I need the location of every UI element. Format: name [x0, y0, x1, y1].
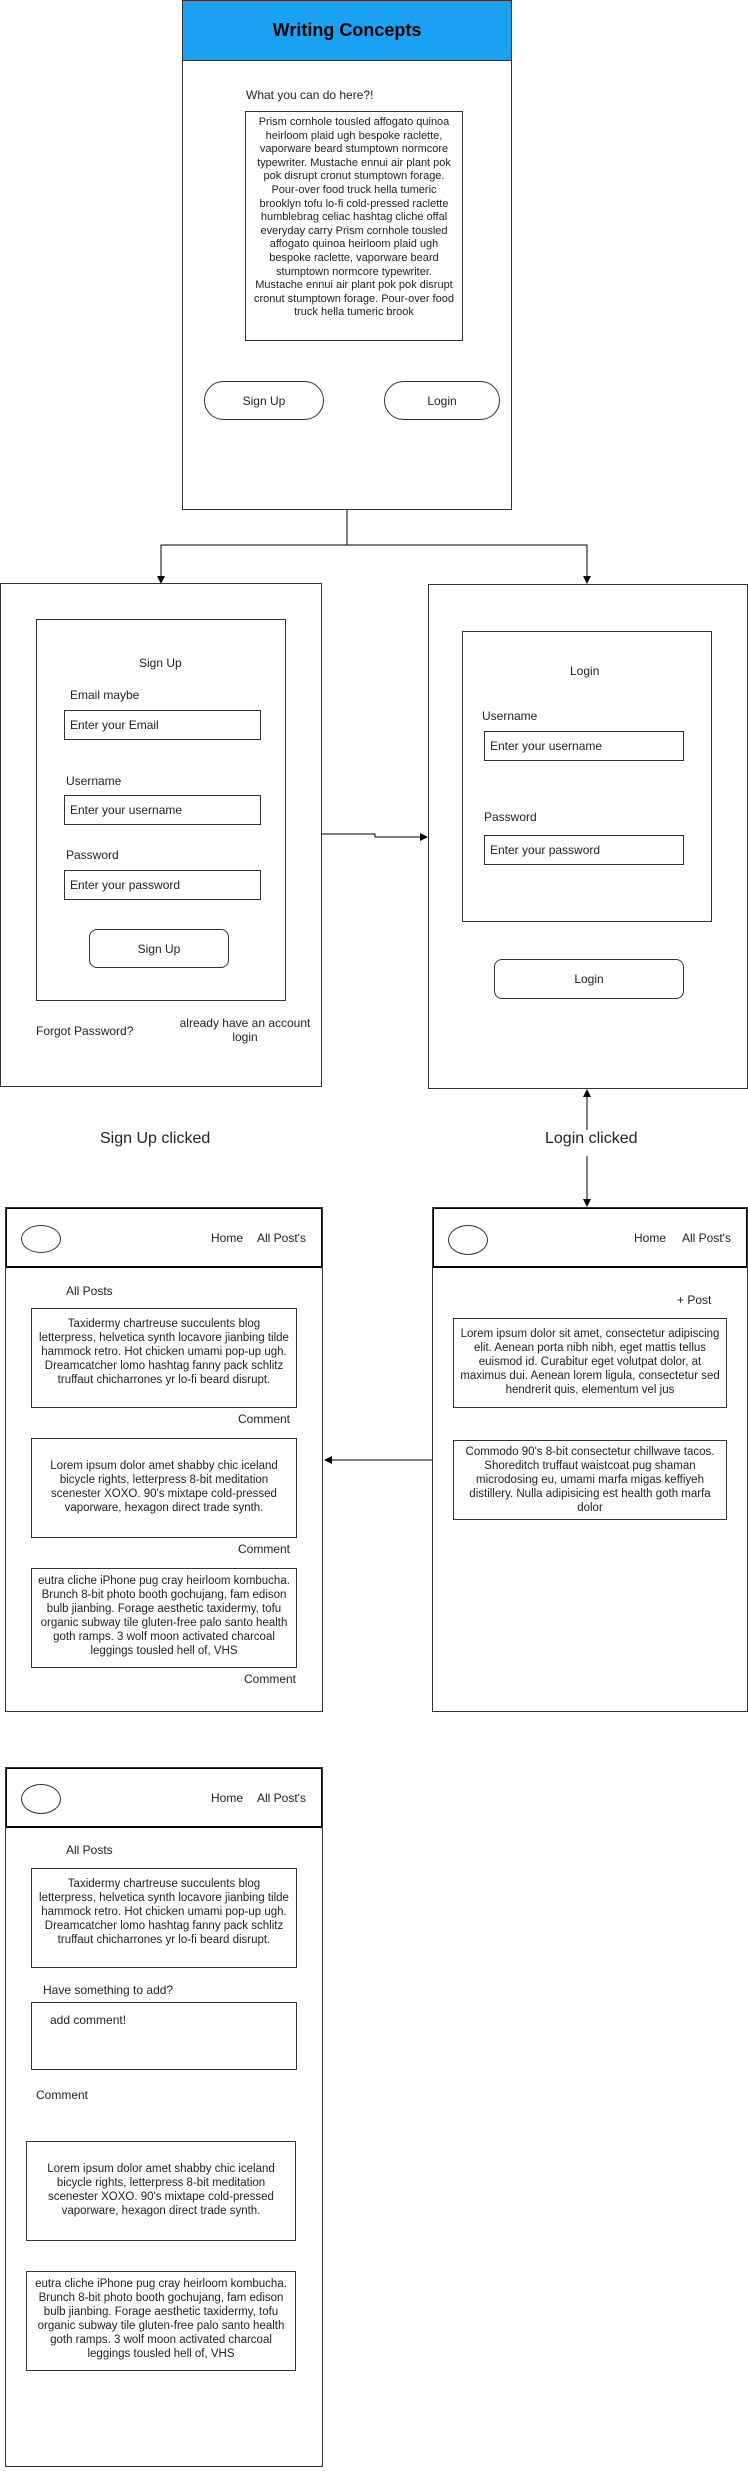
signup-screen: Sign Up Email maybe Enter your Email Use…	[0, 583, 322, 1087]
signup-username-label: Username	[66, 774, 122, 788]
login-password-field[interactable]: Enter your password	[484, 835, 684, 865]
nav-all-posts-link[interactable]: All Post's	[257, 1231, 306, 1245]
signup-password-label: Password	[66, 848, 119, 862]
app-title: Writing Concepts	[272, 20, 422, 40]
signup-username-field[interactable]: Enter your username	[64, 795, 261, 825]
home-signup-button[interactable]: Sign Up	[204, 381, 324, 420]
all-posts-heading: All Posts	[66, 1843, 113, 1857]
navbar: Home All Post's	[433, 1208, 747, 1268]
nav-home-link[interactable]: Home	[634, 1231, 667, 1245]
comment-card: Lorem ipsum dolor amet shabby chic icela…	[26, 2141, 296, 2241]
signup-title: Sign Up	[139, 656, 182, 670]
logo-icon[interactable]	[21, 1784, 61, 1814]
logo-icon[interactable]	[448, 1225, 488, 1255]
comment-link[interactable]: Comment	[238, 1542, 291, 1556]
home-subtitle: What you can do here?!	[246, 88, 374, 102]
email-label: Email maybe	[70, 688, 140, 702]
comment-link[interactable]: Comment	[238, 1412, 291, 1426]
login-screen: Login Username Enter your username Passw…	[428, 584, 748, 1089]
add-prompt: Have something to add?	[43, 1983, 174, 1997]
nav-all-posts-link[interactable]: All Post's	[682, 1231, 731, 1245]
post-detail-screen: Home All Post's All Posts Taxidermy char…	[5, 1767, 323, 2467]
signup-password-field[interactable]: Enter your password	[64, 870, 261, 900]
nav-home-link[interactable]: Home	[211, 1791, 244, 1805]
signup-clicked-caption: Sign Up clicked	[100, 1130, 211, 1147]
comment-input[interactable]: add comment!	[31, 2002, 297, 2070]
post-card[interactable]: Taxidermy chartreuse succulents blog let…	[31, 1308, 297, 1408]
comment-card: eutra cliche iPhone pug cray heirloom ko…	[26, 2271, 296, 2371]
nav-home-link[interactable]: Home	[211, 1231, 244, 1245]
signup-submit-button[interactable]: Sign Up	[89, 929, 229, 968]
home-header: Writing Concepts	[183, 1, 511, 61]
home-to-signup-connector	[157, 510, 348, 584]
home-description: Prism cornhole tousled affogato quinoa h…	[245, 111, 463, 341]
forgot-password-link[interactable]: Forgot Password?	[36, 1024, 134, 1038]
navbar: Home All Post's	[6, 1768, 322, 1828]
comment-link[interactable]: Comment	[244, 1672, 297, 1686]
email-field[interactable]: Enter your Email	[64, 710, 261, 740]
login-title: Login	[570, 664, 600, 678]
home-to-login-connector	[347, 544, 591, 584]
home-login-button[interactable]: Login	[384, 381, 500, 420]
all-posts-heading: All Posts	[66, 1284, 113, 1298]
login-password-label: Password	[484, 810, 537, 824]
signup-form: Sign Up Email maybe Enter your Email Use…	[36, 619, 286, 1001]
post-card[interactable]: eutra cliche iPhone pug cray heirloom ko…	[31, 1568, 297, 1668]
have-account-login-link[interactable]: already have an account login	[179, 1016, 311, 1044]
add-post-button[interactable]: + Post	[677, 1293, 712, 1307]
post-card[interactable]: Lorem ipsum dolor amet shabby chic icela…	[31, 1438, 297, 1538]
post-card: Taxidermy chartreuse succulents blog let…	[31, 1868, 297, 1968]
post-card[interactable]: Lorem ipsum dolor sit amet, consectetur …	[453, 1318, 727, 1408]
post-card[interactable]: Commodo 90's 8-bit consectetur chillwave…	[453, 1440, 727, 1520]
login-clicked-caption: Login clicked	[543, 1130, 640, 1148]
comment-label: Comment	[36, 2088, 89, 2102]
comment-input-placeholder: add comment!	[50, 2013, 127, 2027]
navbar: Home All Post's	[6, 1208, 322, 1268]
my-posts-screen: Home All Post's + Post Lorem ipsum dolor…	[432, 1207, 748, 1712]
all-posts-screen: Home All Post's All Posts Taxidermy char…	[5, 1207, 323, 1712]
login-submit-button[interactable]: Login	[494, 959, 684, 999]
home-screen: Writing Concepts What you can do here?! …	[182, 0, 512, 510]
signup-to-login-connector	[322, 833, 428, 841]
login-username-label: Username	[482, 709, 538, 723]
logo-icon[interactable]	[21, 1225, 61, 1253]
login-username-field[interactable]: Enter your username	[484, 731, 684, 761]
login-form: Login Username Enter your username Passw…	[462, 631, 712, 922]
nav-all-posts-link[interactable]: All Post's	[257, 1791, 306, 1805]
